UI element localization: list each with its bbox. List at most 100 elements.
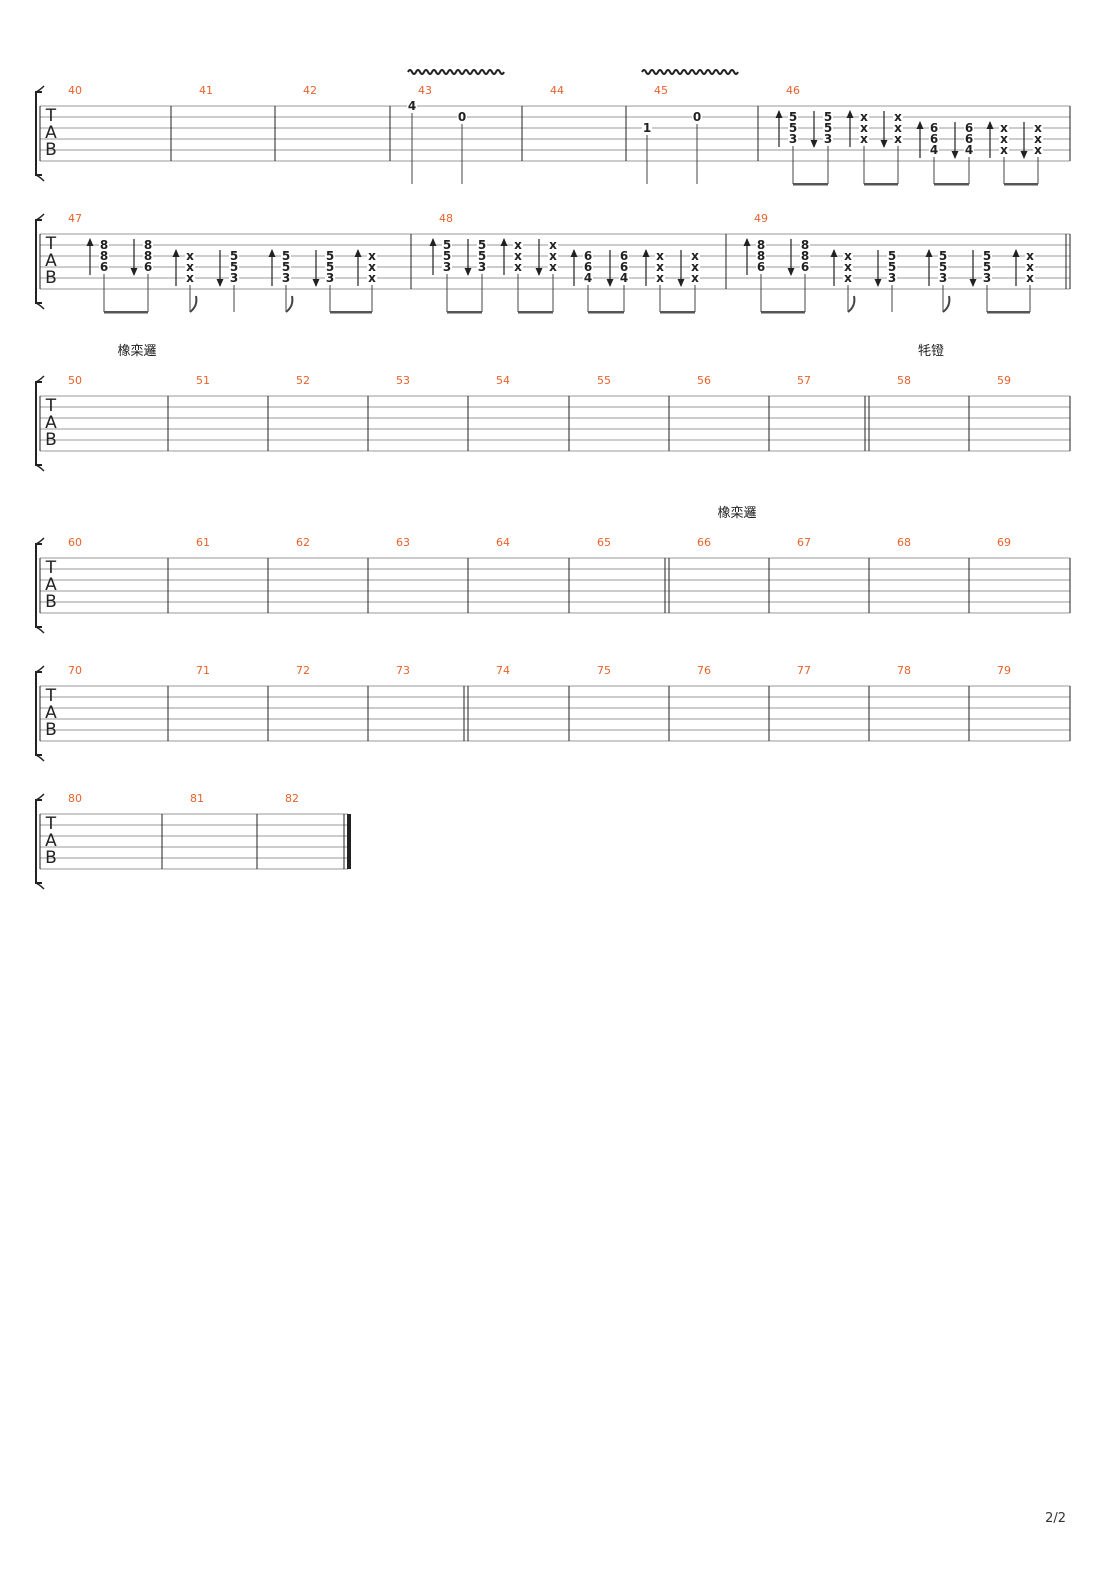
chord-event: 886: [130, 238, 153, 312]
fret-mask: [583, 272, 593, 283]
measure-number: 74: [496, 664, 510, 677]
beam: [104, 311, 148, 314]
fret-mask: [457, 111, 467, 122]
chord-event: xxx: [986, 121, 1009, 184]
chord-event: xxx: [172, 249, 198, 313]
dead-note: x: [514, 238, 522, 252]
fret-number: 3: [326, 271, 334, 285]
beam: [987, 311, 1030, 314]
tab-system: TAB47886886xxx553553553xxx48553553xxxxxx…: [35, 212, 1071, 314]
fret-mask: [893, 133, 903, 144]
stroke-arrowhead: [268, 249, 276, 257]
chord-event: 553: [312, 249, 335, 312]
fret-mask: [281, 250, 291, 261]
fret-number: 6: [965, 132, 973, 146]
chord-event: 0: [457, 110, 467, 184]
stroke-arrowhead: [916, 121, 924, 129]
dead-note: x: [860, 110, 868, 124]
fret-mask: [859, 122, 869, 133]
fret-mask: [843, 261, 853, 272]
stroke-arrowhead: [810, 140, 818, 148]
fret-mask: [859, 111, 869, 122]
chord-event: 1: [642, 121, 652, 184]
measure-number: 60: [68, 536, 82, 549]
system-bracket: [35, 381, 42, 466]
chord-event: 886: [787, 238, 810, 312]
measure-number: 75: [597, 664, 611, 677]
chord-event: 0: [692, 110, 702, 184]
stroke-arrowhead: [642, 249, 650, 257]
fret-number: 8: [144, 249, 152, 263]
dead-note: x: [844, 271, 852, 285]
stroke-arrowhead: [1020, 151, 1028, 159]
fret-number: 5: [983, 249, 991, 263]
measure-number: 61: [196, 536, 210, 549]
fret-mask: [893, 111, 903, 122]
beam: [588, 311, 624, 314]
dead-note: x: [656, 271, 664, 285]
fret-mask: [690, 261, 700, 272]
fret-mask: [1033, 144, 1043, 155]
fret-number: 3: [939, 271, 947, 285]
chord-event: xxx: [846, 110, 869, 184]
fret-number: 5: [789, 110, 797, 124]
fret-mask: [325, 250, 335, 261]
measure-number: 58: [897, 374, 911, 387]
fret-mask: [692, 111, 702, 122]
fret-number: 6: [584, 249, 592, 263]
system-bracket: [35, 543, 42, 628]
fret-mask: [367, 250, 377, 261]
dead-note: x: [860, 132, 868, 146]
measure-number: 67: [797, 536, 811, 549]
fret-mask: [325, 272, 335, 283]
beam: [1004, 183, 1038, 186]
dead-note: x: [549, 260, 557, 274]
dead-note: x: [186, 249, 194, 263]
fret-mask: [929, 133, 939, 144]
fret-mask: [823, 133, 833, 144]
fret-mask: [1025, 272, 1035, 283]
stroke-arrowhead: [86, 238, 94, 246]
measure-number: 82: [285, 792, 299, 805]
dead-note: x: [549, 238, 557, 252]
dead-note: x: [894, 110, 902, 124]
fret-mask: [642, 122, 652, 133]
fret-mask: [655, 272, 665, 283]
measure-number: 69: [997, 536, 1011, 549]
fret-number: 3: [888, 271, 896, 285]
fret-number: 0: [458, 110, 466, 124]
dead-note: x: [1000, 121, 1008, 135]
fret-mask: [185, 250, 195, 261]
stroke-arrowhead: [216, 279, 224, 287]
tab-clef-letter: B: [45, 140, 57, 160]
measure-number: 70: [68, 664, 82, 677]
fret-mask: [513, 250, 523, 261]
dead-note: x: [1034, 121, 1042, 135]
fret-number: 3: [282, 271, 290, 285]
stroke-arrowhead: [743, 238, 751, 246]
chord-event: xxx: [1012, 249, 1035, 312]
fret-mask: [619, 250, 629, 261]
fret-mask: [1033, 133, 1043, 144]
dead-note: x: [1034, 143, 1042, 157]
tab-clef-letter: T: [45, 558, 57, 578]
measure-number: 62: [296, 536, 310, 549]
measure-number: 68: [897, 536, 911, 549]
dead-note: x: [894, 132, 902, 146]
stroke-arrowhead: [312, 279, 320, 287]
fret-mask: [99, 239, 109, 250]
eighth-flag: [847, 295, 856, 313]
fret-mask: [655, 250, 665, 261]
chord-event: 886: [86, 238, 109, 312]
fret-mask: [513, 239, 523, 250]
dead-note: x: [844, 260, 852, 274]
dead-note: x: [514, 260, 522, 274]
dead-note: x: [1026, 249, 1034, 263]
eighth-flag: [189, 295, 198, 313]
dead-note: x: [656, 260, 664, 274]
beam: [761, 311, 805, 314]
chord-event: xxx: [535, 238, 558, 312]
fret-mask: [999, 144, 1009, 155]
tab-clef-letter: B: [45, 268, 57, 288]
system-bracket-tip: [35, 213, 45, 310]
